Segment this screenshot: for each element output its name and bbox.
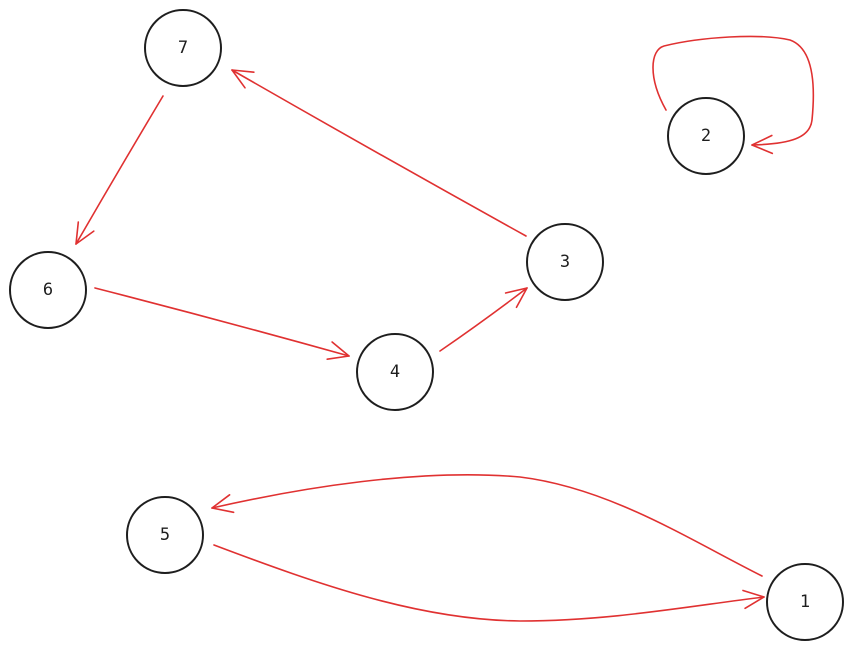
edge-3-to-7 — [231, 69, 527, 237]
edge-line — [652, 35, 815, 146]
node-1[interactable]: 1 — [766, 563, 844, 641]
node-circle[interactable] — [526, 223, 604, 301]
arrowhead-icon — [742, 589, 765, 610]
edge-line — [211, 473, 763, 577]
node-label: 1 — [800, 592, 810, 612]
node-circle[interactable] — [766, 563, 844, 641]
edge-2-to-2 — [652, 35, 815, 155]
node-5[interactable]: 5 — [126, 496, 204, 574]
node-2[interactable]: 2 — [667, 97, 745, 175]
edge-7-to-6 — [75, 95, 164, 245]
nodes-layer: 7 2 6 3 4 5 1 — [9, 9, 844, 641]
edge-line — [439, 287, 528, 352]
arrowhead-icon — [75, 221, 95, 245]
edge-5-to-1 — [213, 544, 765, 622]
node-label: 3 — [560, 252, 570, 272]
node-label: 2 — [701, 126, 711, 146]
arrowhead-icon — [231, 69, 255, 89]
edge-line — [75, 95, 164, 245]
edge-line — [231, 69, 527, 237]
node-label: 4 — [390, 362, 400, 382]
edge-line — [94, 287, 350, 357]
node-circle[interactable] — [667, 97, 745, 175]
node-circle[interactable] — [144, 9, 222, 87]
edge-4-to-3 — [439, 287, 528, 352]
edge-6-to-4 — [94, 287, 350, 360]
arrowhead-icon — [326, 341, 350, 360]
node-4[interactable]: 4 — [356, 333, 434, 411]
arrowhead-icon — [211, 494, 235, 514]
arrowhead-icon — [504, 287, 528, 309]
node-7[interactable]: 7 — [144, 9, 222, 87]
node-label: 6 — [43, 280, 53, 300]
node-3[interactable]: 3 — [526, 223, 604, 301]
edge-line — [213, 544, 765, 622]
node-circle[interactable] — [126, 496, 204, 574]
edge-1-to-5 — [211, 473, 763, 577]
node-circle[interactable] — [356, 333, 434, 411]
node-label: 7 — [178, 38, 188, 58]
node-6[interactable]: 6 — [9, 251, 87, 329]
node-label: 5 — [160, 525, 170, 545]
arrowhead-icon — [751, 134, 774, 155]
node-circle[interactable] — [9, 251, 87, 329]
edges-layer — [75, 35, 815, 622]
